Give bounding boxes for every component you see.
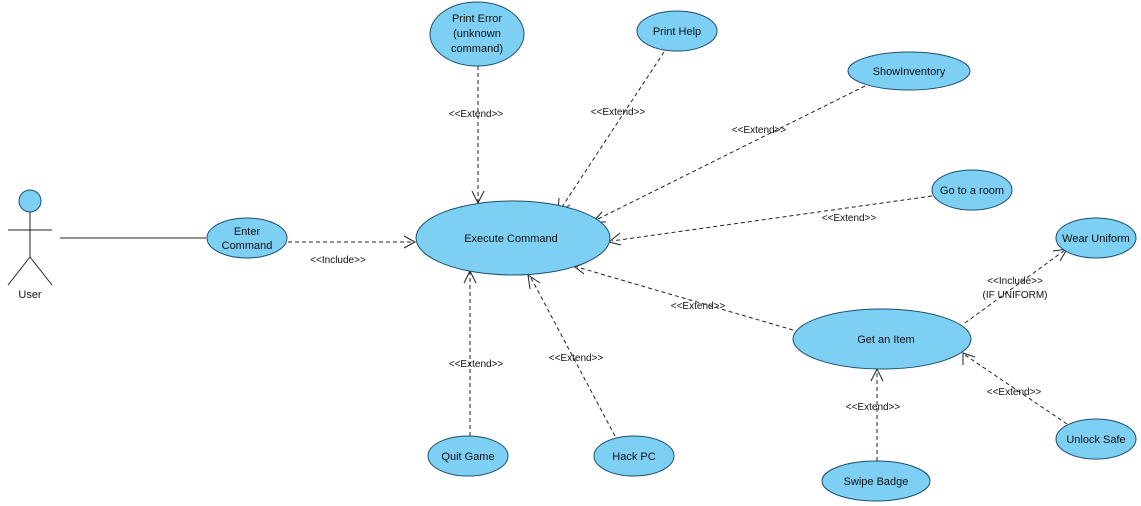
- connectors: [60, 51, 1068, 461]
- label-inventory-extend: <<Extend>>: [732, 125, 787, 136]
- svg-text:Print Help: Print Help: [653, 26, 701, 38]
- svg-text:(unknown: (unknown: [453, 28, 501, 40]
- help-to-execute-line: [559, 51, 665, 211]
- uc-label-line: Enter: [234, 226, 261, 238]
- svg-text:Hack PC: Hack PC: [612, 451, 655, 463]
- uc-label-line: ShowInventory: [873, 66, 946, 78]
- inventory-to-execute-line: [595, 85, 866, 221]
- use-case-quit-game[interactable]: Quit Game: [427, 435, 509, 477]
- uc-label-line: Execute Command: [464, 233, 558, 245]
- arrowhead-unlock: [962, 352, 976, 365]
- svg-text:command): command): [451, 43, 503, 55]
- uc-label-line: Wear Uniform: [1062, 233, 1130, 245]
- use-case-unlock-safe[interactable]: Unlock Safe: [1055, 418, 1137, 460]
- use-case-wear-uniform[interactable]: Wear Uniform: [1055, 217, 1137, 259]
- svg-text:Command: Command: [222, 240, 273, 252]
- label-swipe-extend: <<Extend>>: [846, 402, 901, 413]
- get-to-execute-line: [576, 266, 794, 331]
- svg-text:ShowInventory: ShowInventory: [873, 66, 946, 78]
- arrowhead-room: [607, 232, 622, 246]
- use-case-go-to-room[interactable]: Go to a room: [931, 169, 1013, 211]
- uc-label-line: Unlock Safe: [1066, 434, 1125, 446]
- arrowhead-hack: [527, 273, 541, 290]
- use-case-print-error[interactable]: Print Error (unknown command): [429, 1, 525, 67]
- label-wear-condition: (IF UNIFORM): [983, 290, 1048, 301]
- uc-label-line: Swipe Badge: [844, 476, 909, 488]
- room-to-execute-line: [611, 195, 933, 242]
- svg-text:Go to a room: Go to a room: [940, 185, 1004, 197]
- label-hack-extend: <<Extend>>: [549, 353, 604, 364]
- label-quit-extend: <<Extend>>: [449, 359, 504, 370]
- use-case-swipe-badge[interactable]: Swipe Badge: [821, 460, 931, 502]
- actor-right-leg: [29, 256, 53, 286]
- svg-text:Swipe Badge: Swipe Badge: [844, 476, 909, 488]
- svg-text:Quit Game: Quit Game: [441, 451, 494, 463]
- label-room-extend: <<Extend>>: [822, 213, 877, 224]
- label-enter-include: <<Include>>: [310, 255, 366, 266]
- actor-name: User: [18, 289, 42, 301]
- svg-text:Print Error: Print Error: [452, 13, 502, 25]
- uc-label-line: Quit Game: [441, 451, 494, 463]
- svg-text:Get an Item: Get an Item: [857, 334, 914, 346]
- hack-to-execute-line: [529, 275, 616, 437]
- uc-label-line: Get an Item: [857, 334, 914, 346]
- label-help-extend: <<Extend>>: [591, 107, 646, 118]
- svg-text:Unlock Safe: Unlock Safe: [1066, 434, 1125, 446]
- svg-text:Execute Command: Execute Command: [464, 233, 558, 245]
- actor-user[interactable]: User: [7, 189, 53, 301]
- uc-label-line: Print Error: [452, 13, 502, 25]
- uc-label-line: Print Help: [653, 26, 701, 38]
- label-wear-include: <<Include>>: [987, 276, 1043, 287]
- arrowhead-enter: [403, 235, 417, 249]
- use-case-print-help[interactable]: Print Help: [636, 10, 718, 52]
- label-error-extend: <<Extend>>: [449, 109, 504, 120]
- uc-label-line: (unknown: [453, 28, 501, 40]
- use-case-enter-command[interactable]: Enter Command: [206, 217, 288, 259]
- use-case-hack-pc[interactable]: Hack PC: [593, 435, 675, 477]
- relation-labels: <<Include>> <<Extend>> <<Extend>> <<Exte…: [310, 107, 1047, 413]
- uc-label-line: Go to a room: [940, 185, 1004, 197]
- label-get-extend: <<Extend>>: [671, 301, 726, 312]
- use-case-get-item[interactable]: Get an Item: [792, 308, 972, 370]
- svg-text:Enter: Enter: [234, 226, 261, 238]
- actor-head: [18, 189, 42, 213]
- actor-left-leg: [7, 256, 31, 286]
- uc-label-line: Command: [222, 240, 273, 252]
- uc-label-line: Hack PC: [612, 451, 655, 463]
- svg-text:Wear Uniform: Wear Uniform: [1062, 233, 1130, 245]
- use-case-show-inventory[interactable]: ShowInventory: [847, 51, 971, 91]
- use-case-execute-command[interactable]: Execute Command: [415, 200, 611, 276]
- label-unlock-extend: <<Extend>>: [987, 387, 1042, 398]
- uc-label-line: command): [451, 43, 503, 55]
